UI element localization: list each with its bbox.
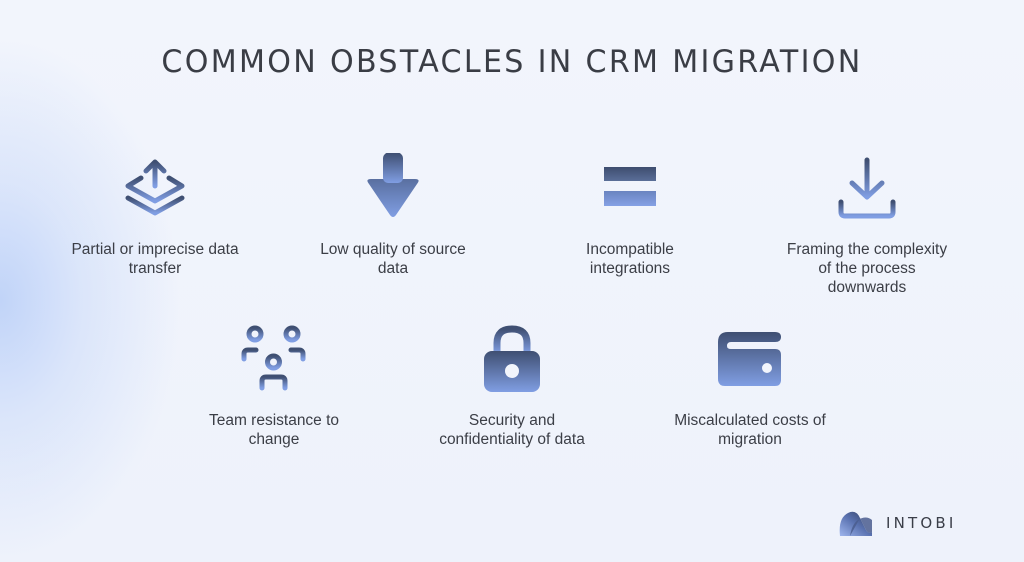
brand-name: INTOBI	[886, 514, 957, 532]
obstacle-framing-complexity: Framing the complexity of the process do…	[757, 150, 977, 300]
obstacle-miscalculated-costs: Miscalculated costs of migration	[640, 320, 860, 460]
obstacle-partial-data-transfer: Partial or imprecise data transfer	[45, 150, 265, 290]
obstacle-label: Miscalculated costs of migration	[674, 412, 826, 448]
brand-logo: INTOBI	[838, 510, 957, 536]
obstacle-low-quality-source: Low quality of source data	[283, 150, 503, 290]
obstacle-label: Team resistance to change	[208, 412, 340, 448]
equals-icon	[604, 167, 656, 206]
arrow-down-icon	[367, 153, 419, 217]
wallet-icon	[718, 332, 781, 386]
obstacle-label: Framing the complexity of the process do…	[786, 241, 948, 296]
layers-upload-icon	[125, 159, 185, 216]
obstacle-label: Low quality of source data	[320, 241, 466, 277]
team-icon	[241, 325, 306, 391]
obstacle-security: Security and confidentiality of data	[402, 320, 622, 460]
download-icon	[838, 157, 896, 219]
obstacle-incompatible-integrations: Incompatible integrations	[520, 150, 740, 290]
obstacle-team-resistance: Team resistance to change	[164, 320, 384, 460]
page-title: COMMON OBSTACLES IN CRM MIGRATION	[161, 44, 863, 80]
obstacle-label: Security and confidentiality of data	[439, 412, 585, 448]
lock-icon	[484, 325, 540, 392]
intobi-logo-icon	[839, 511, 872, 536]
obstacle-label: Incompatible integrations	[586, 241, 674, 277]
obstacle-label: Partial or imprecise data transfer	[71, 241, 239, 277]
